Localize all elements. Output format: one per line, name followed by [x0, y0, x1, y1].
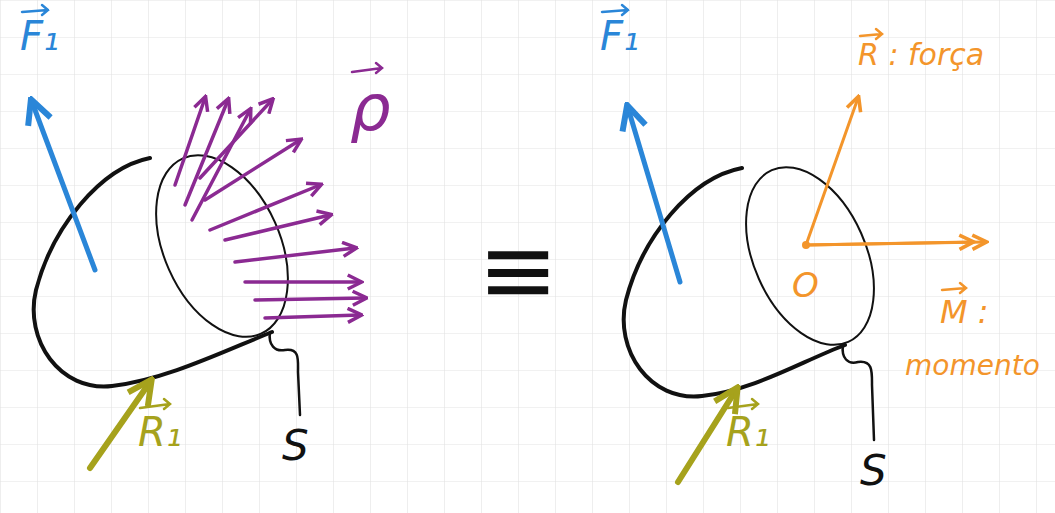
reaction-label: R₁ — [726, 412, 770, 452]
vector-marks — [22, 5, 966, 409]
equivalence-symbol: ≡ — [478, 222, 558, 318]
moment-label: momento — [905, 352, 1040, 380]
resultant — [802, 98, 985, 249]
right-body — [624, 147, 900, 440]
left-body — [34, 135, 314, 415]
stress-label: ρ — [350, 76, 391, 140]
force-label: F₁ — [20, 16, 59, 56]
force-label: F₁ — [600, 16, 639, 56]
surface-label: S — [860, 450, 887, 492]
force-arrow — [32, 102, 95, 270]
reaction-label: R₁ — [138, 412, 182, 452]
resultant-label: R : força — [858, 40, 984, 70]
stress-vectors — [175, 98, 365, 318]
force-arrow — [628, 108, 680, 282]
moment-label: M : — [940, 296, 989, 328]
point-label: O — [792, 268, 819, 302]
surface-label: S — [282, 425, 309, 467]
